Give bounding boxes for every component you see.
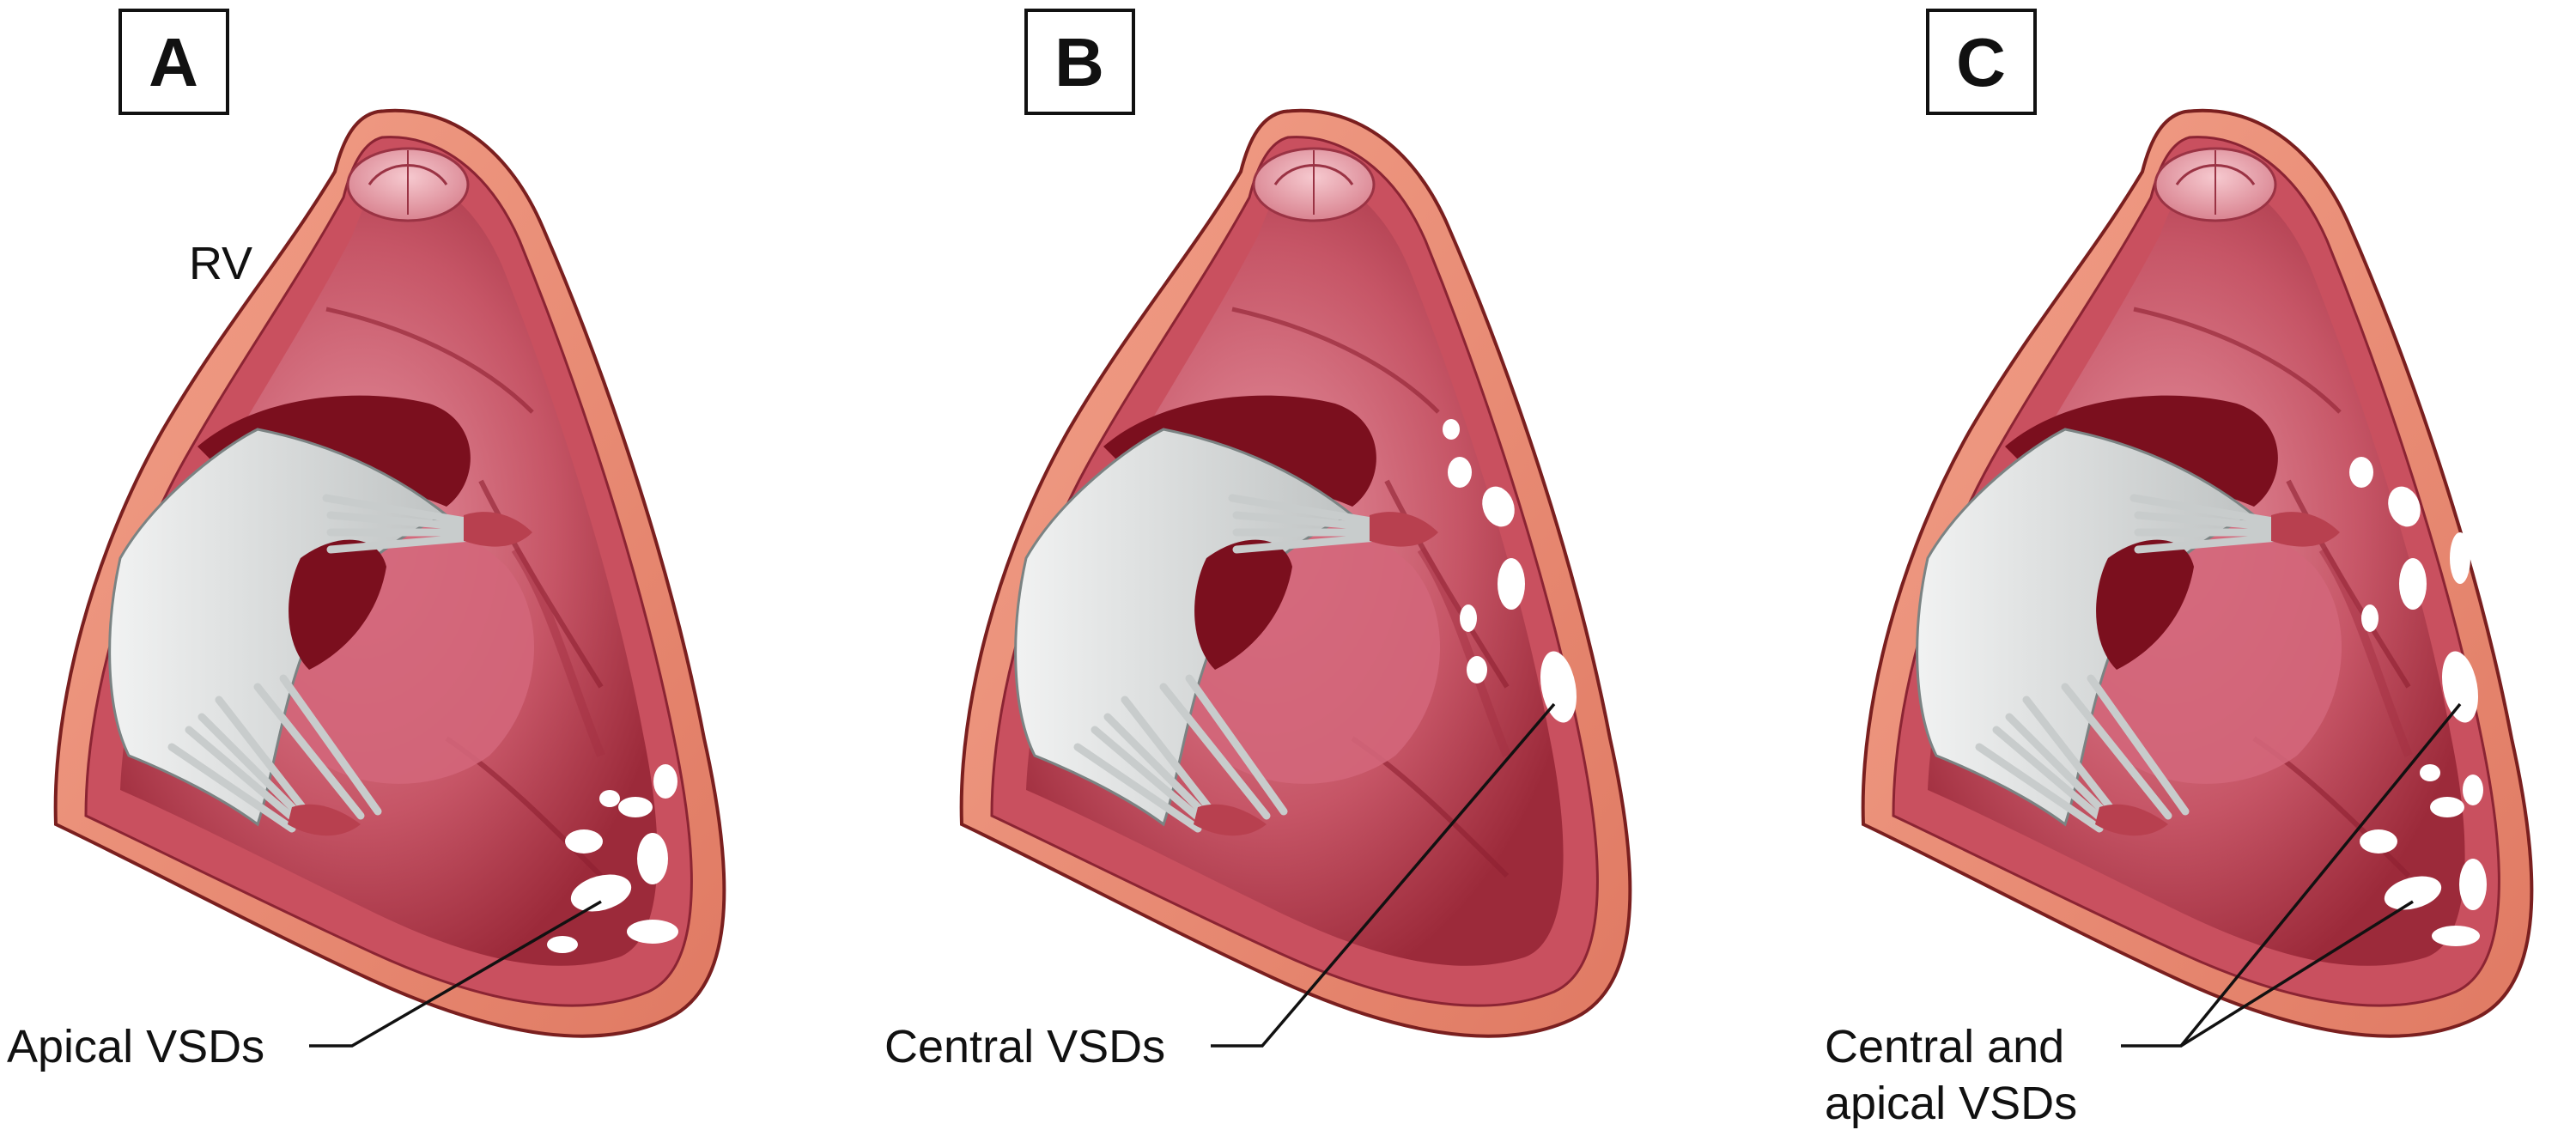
leader-line-c-apical	[2180, 900, 2414, 1048]
heart-illustration-b	[962, 111, 1631, 1036]
apical-vsd-holes-c	[2360, 764, 2487, 946]
panel-c-label-box	[1926, 9, 2037, 115]
leader-line-a	[309, 900, 602, 1048]
leader-line-b	[1211, 702, 1556, 1048]
panel-b-label-box	[1024, 9, 1135, 115]
panel-b-label: B	[1054, 24, 1104, 100]
panel-c: C Central and apical VSDs	[1825, 9, 2531, 1129]
apical-vsd-holes-a	[547, 764, 678, 953]
caption-c-line1: Central and	[1825, 1021, 2064, 1072]
central-vsd-holes-b	[1443, 419, 1577, 723]
caption-c-line2: apical VSDs	[1825, 1078, 2077, 1129]
panel-a: A RV Apical VSDs	[7, 9, 724, 1072]
caption-central-vsds: Central VSDs	[884, 1021, 1165, 1072]
central-vsd-holes-c	[2349, 457, 2479, 723]
panel-c-label: C	[1956, 24, 2006, 100]
panel-a-label-box	[118, 9, 229, 115]
panel-a-label: A	[149, 24, 198, 100]
rv-label: RV	[189, 238, 252, 289]
caption-apical-vsds: Apical VSDs	[7, 1021, 264, 1072]
panel-b: B Central VSDs	[884, 9, 1631, 1072]
